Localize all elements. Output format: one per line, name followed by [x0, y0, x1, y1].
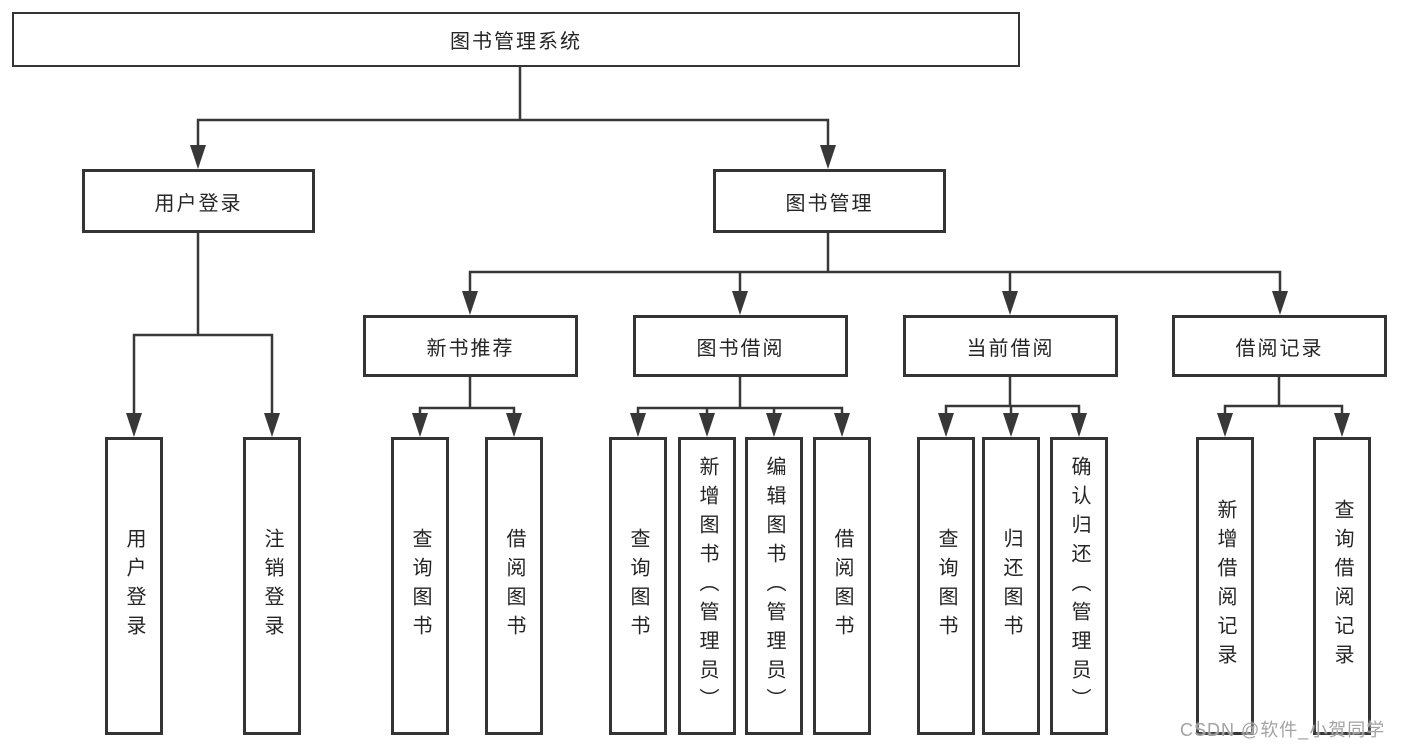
leaf-return-books: 归还图书	[982, 437, 1040, 735]
leaf-query-books-1: 查询图书	[391, 437, 449, 735]
leaf-borrow-books-2-label: 借阅图书	[831, 528, 853, 644]
leaf-logout: 注销登录	[243, 437, 301, 735]
node-user-login: 用户登录	[82, 169, 315, 233]
node-new-book-recommend-label: 新书推荐	[426, 337, 515, 360]
leaf-query-borrow-record-label: 查询借阅记录	[1331, 499, 1353, 673]
leaf-edit-books-admin: 编辑图书（管理员）	[745, 437, 803, 735]
node-borrow-records-label: 借阅记录	[1235, 337, 1324, 360]
node-borrow-records: 借阅记录	[1172, 315, 1387, 377]
leaf-query-books-2: 查询图书	[609, 437, 667, 735]
leaf-query-borrow-record: 查询借阅记录	[1313, 437, 1371, 735]
leaf-return-books-label: 归还图书	[1000, 528, 1022, 644]
node-user-login-label: 用户登录	[154, 192, 243, 215]
node-current-borrow-label: 当前借阅	[966, 337, 1055, 360]
node-root-label: 图书管理系统	[450, 31, 582, 53]
node-root: 图书管理系统	[12, 12, 1020, 67]
watermark: CSDN @软件_小贺同学	[1180, 720, 1386, 740]
leaf-confirm-return-admin-label: 确认归还（管理员）	[1068, 455, 1090, 717]
leaf-add-borrow-record-label: 新增借阅记录	[1214, 499, 1236, 673]
leaf-query-books-3: 查询图书	[917, 437, 975, 735]
leaf-user-login: 用户登录	[105, 437, 163, 735]
leaf-add-borrow-record: 新增借阅记录	[1196, 437, 1254, 735]
leaf-query-books-2-label: 查询图书	[627, 528, 649, 644]
leaf-query-books-3-label: 查询图书	[935, 528, 957, 644]
node-current-borrow: 当前借阅	[903, 315, 1118, 377]
node-book-borrow-label: 图书借阅	[696, 337, 785, 360]
node-book-management-label: 图书管理	[785, 192, 874, 215]
leaf-user-login-label: 用户登录	[123, 528, 145, 644]
leaf-add-books-admin: 新增图书（管理员）	[678, 437, 736, 735]
node-book-management: 图书管理	[713, 169, 946, 233]
leaf-query-books-1-label: 查询图书	[409, 528, 431, 644]
leaf-logout-label: 注销登录	[261, 528, 283, 644]
leaf-confirm-return-admin: 确认归还（管理员）	[1050, 437, 1108, 735]
leaf-edit-books-admin-label: 编辑图书（管理员）	[763, 455, 785, 717]
leaf-borrow-books-1: 借阅图书	[485, 437, 543, 735]
leaf-borrow-books-2: 借阅图书	[813, 437, 871, 735]
leaf-add-books-admin-label: 新增图书（管理员）	[696, 455, 718, 717]
node-book-borrow: 图书借阅	[633, 315, 848, 377]
node-new-book-recommend: 新书推荐	[363, 315, 578, 377]
leaf-borrow-books-1-label: 借阅图书	[503, 528, 525, 644]
